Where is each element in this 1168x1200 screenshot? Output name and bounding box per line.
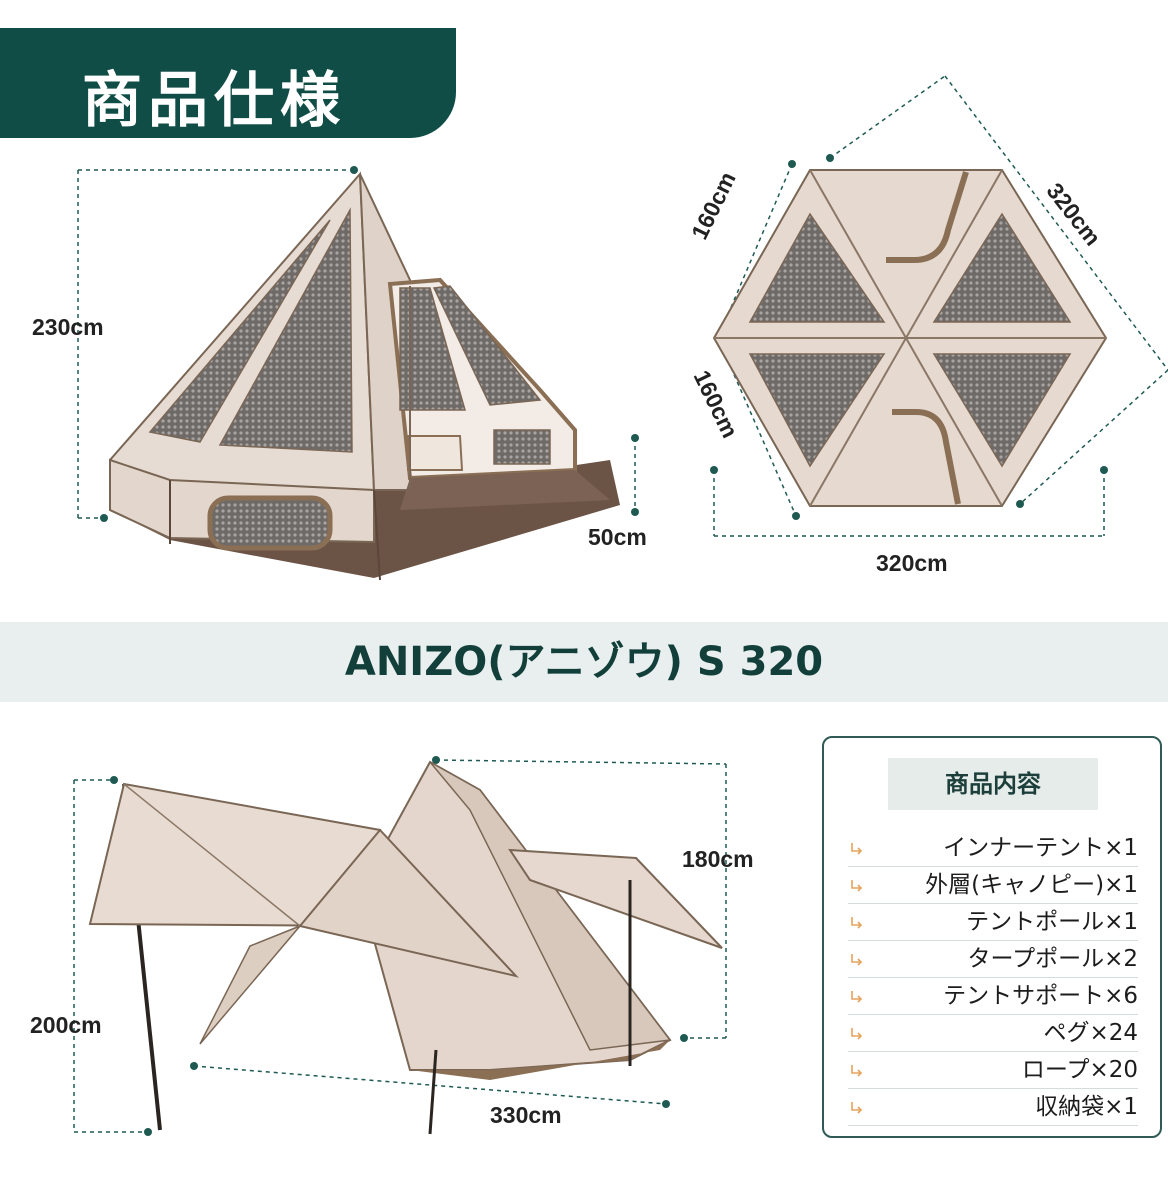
list-item: 収納袋×1 — [848, 1089, 1138, 1126]
contents-item-label: ロープ×20 — [1021, 1057, 1138, 1083]
header-accent-line-2 — [0, 32, 456, 36]
contents-item-label: ペグ×24 — [1043, 1020, 1138, 1046]
return-arrow-icon — [851, 917, 863, 929]
dim-width-label: 320cm — [876, 550, 948, 576]
page-title: 商品仕様 — [82, 66, 346, 136]
return-arrow-icon — [851, 954, 863, 966]
list-item: テントポール×1 — [848, 904, 1138, 941]
return-arrow-icon — [851, 1065, 863, 1077]
header-band — [0, 22, 456, 138]
model-name: ANIZO(アニゾウ) S 320 — [344, 639, 824, 685]
return-arrow-icon — [851, 843, 863, 855]
contents-item-label: テントサポート×6 — [943, 983, 1138, 1009]
return-arrow-icon — [851, 991, 863, 1003]
dim-pole-height-label: 200cm — [30, 1012, 102, 1038]
list-item: インナーテント×1 — [848, 830, 1138, 867]
dim-peak-height-label: 180cm — [682, 846, 754, 872]
list-item: タープポール×2 — [848, 941, 1138, 978]
dim-wall-label: 50cm — [588, 524, 647, 550]
tent-side-diagram — [77, 166, 639, 581]
contents-list: インナーテント×1 外層(キャノピー)×1 テントポール×1 タープポール×2 … — [848, 830, 1138, 1126]
return-arrow-icon — [851, 1102, 863, 1114]
contents-item-label: 外層(キャノピー)×1 — [925, 872, 1138, 898]
contents-item-label: インナーテント×1 — [943, 835, 1138, 861]
header-accent-line — [0, 22, 456, 28]
list-item: ロープ×20 — [848, 1052, 1138, 1089]
tent-top-diagram — [710, 75, 1168, 537]
list-item: 外層(キャノピー)×1 — [848, 867, 1138, 904]
dim-height-label: 230cm — [32, 314, 104, 340]
contents-item-label: テントポール×1 — [966, 909, 1138, 935]
contents-title: 商品内容 — [888, 758, 1098, 810]
contents-item-label: タープポール×2 — [967, 946, 1138, 972]
list-item: テントサポート×6 — [848, 978, 1138, 1015]
model-band — [0, 622, 1168, 702]
return-arrow-icon — [851, 880, 863, 892]
contents-panel: 商品内容 インナーテント×1 外層(キャノピー)×1 テントポール×1 タープポ… — [822, 736, 1162, 1138]
return-arrow-icon — [851, 1028, 863, 1040]
page-header: 商品仕様 — [0, 0, 460, 140]
contents-item-label: 収納袋×1 — [1035, 1094, 1138, 1120]
list-item: ペグ×24 — [848, 1015, 1138, 1052]
tarp-setup-diagram — [73, 756, 727, 1136]
dim-length-label: 330cm — [490, 1102, 562, 1128]
